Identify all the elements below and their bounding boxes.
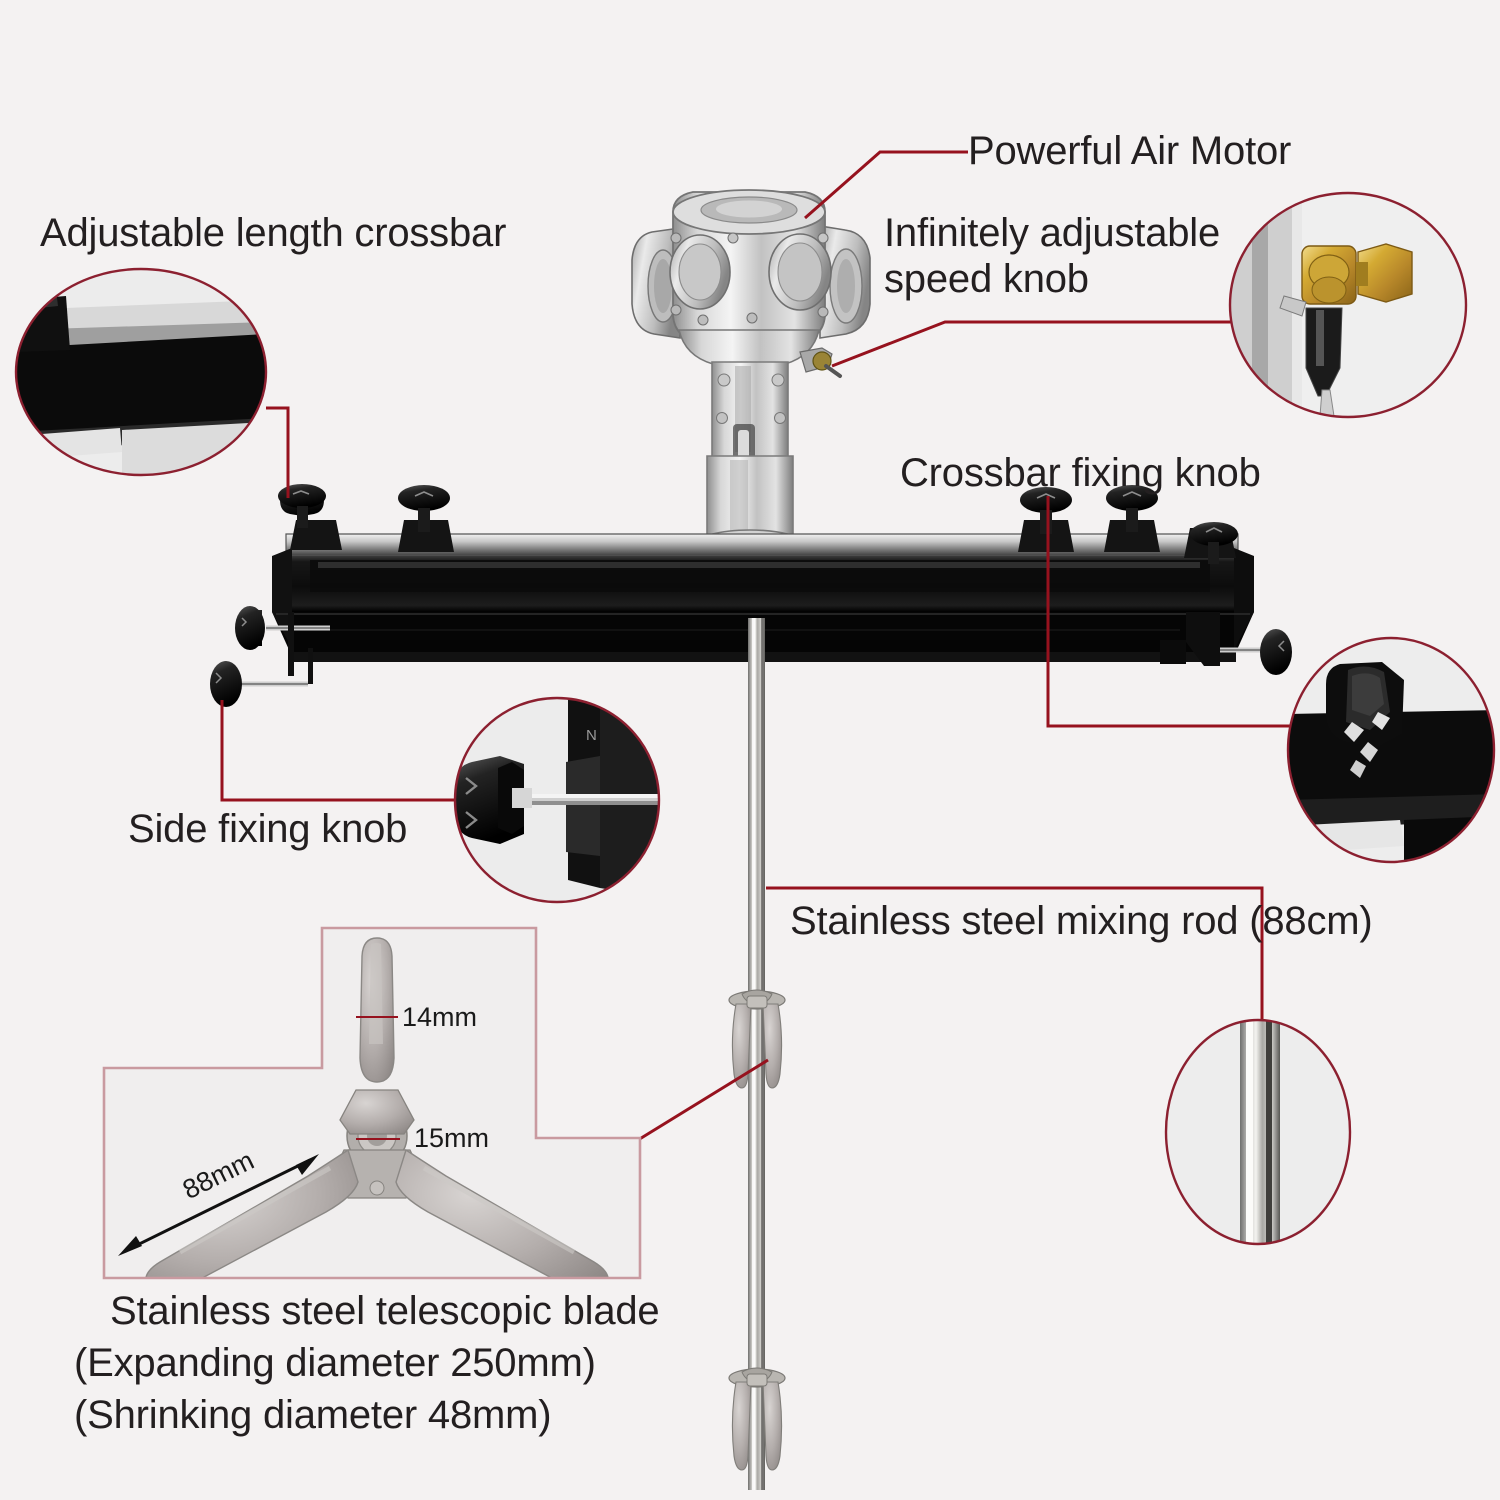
telescopic-blade-lower — [728, 1367, 786, 1471]
leader-telescopic-blade — [637, 1058, 769, 1142]
leader-speed-knob — [831, 320, 1238, 368]
callout-mixing-rod-detail — [1164, 1018, 1352, 1246]
right-carriage — [1018, 485, 1238, 564]
label-speed-knob-line2: speed knob — [884, 257, 1089, 301]
leader-adjustable-crossbar — [266, 406, 290, 498]
dimension-blade-length: 88mm — [178, 1145, 259, 1205]
dimension-hub-bore: 15mm — [414, 1123, 490, 1153]
dimension-blade-width: 14mm — [402, 1002, 478, 1032]
callout-speed-knob-detail — [1228, 191, 1468, 419]
callout-side-fixing-knob-detail: N — [453, 696, 661, 904]
leader-lines — [220, 150, 1300, 1142]
side-fixing-knob-right — [1216, 629, 1292, 675]
label-speed-knob-line1: Infinitely adjustable — [884, 211, 1221, 255]
telescopic-blade-upper — [728, 989, 786, 1089]
callout-telescopic-blade-detail — [102, 926, 642, 1280]
left-carriage — [278, 484, 454, 552]
leader-crossbar-fixing-knob — [1046, 496, 1300, 728]
mixing-rod-illustration — [728, 618, 786, 1490]
crossbar-illustration — [210, 484, 1292, 707]
callout-crossbar-fixing-knob-detail — [1286, 636, 1496, 864]
crossbar-knob-r3 — [1190, 522, 1238, 564]
svg-text:N: N — [586, 727, 597, 744]
speed-knob-on-motor — [799, 347, 842, 378]
crossbar-knob-l1 — [278, 484, 326, 528]
label-side-fixing-knob: Side fixing knob — [128, 807, 408, 851]
leader-air-motor — [804, 150, 968, 220]
label-blade-line2: (Expanding diameter 250mm) — [74, 1341, 596, 1385]
callout-crossbar-end-detail — [14, 267, 268, 477]
air-motor-illustration — [631, 189, 871, 589]
label-blade-line1: Stainless steel telescopic blade — [110, 1289, 660, 1333]
label-powerful-air-motor: Powerful Air Motor — [968, 129, 1292, 173]
crossbar-knob-l2 — [398, 485, 450, 532]
side-fixing-knob-left-upper — [235, 606, 330, 650]
label-crossbar-fixing-knob: Crossbar fixing knob — [900, 451, 1261, 495]
side-fixing-knob-left-lower — [210, 661, 308, 707]
label-mixing-rod: Stainless steel mixing rod (88cm) — [790, 899, 1373, 943]
label-blade-line3: (Shrinking diameter 48mm) — [74, 1393, 552, 1437]
label-adjustable-length-crossbar: Adjustable length crossbar — [40, 211, 507, 255]
leader-side-fixing-knob — [220, 700, 456, 802]
